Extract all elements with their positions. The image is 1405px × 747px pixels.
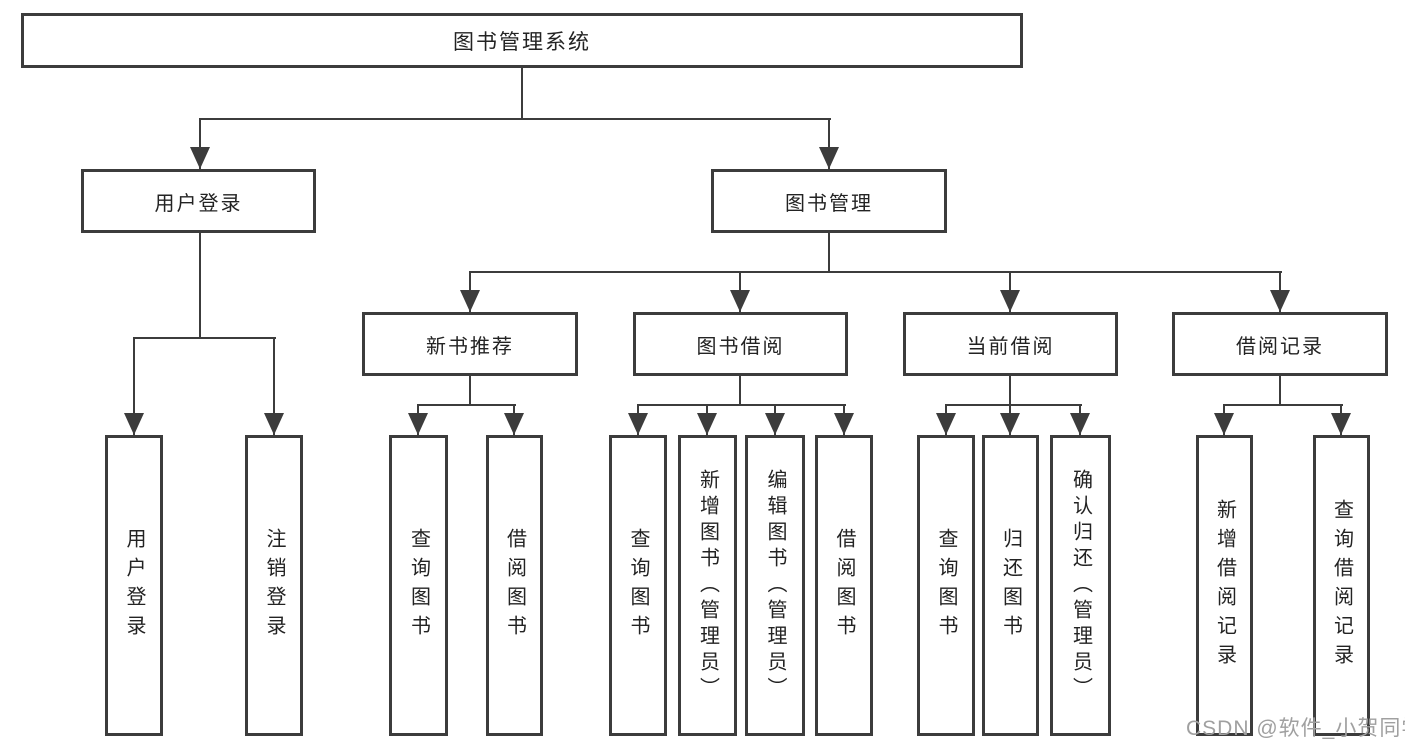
connector-stem-current-borrowing [1009,374,1011,405]
node-borrowing-records-label: 借阅记录 [1236,335,1324,358]
node-current-borrowing-label: 当前借阅 [966,335,1055,358]
arrow-down-icon [1270,290,1290,312]
arrow-down-icon [1000,413,1020,435]
leaf-add-borrow-record: 新增借阅记录 [1196,435,1253,736]
connector-bar-current-children [945,404,1082,406]
arrow-down-icon [190,147,210,169]
node-root-label: 图书管理系统 [453,30,591,54]
connector-stem-root [521,66,523,119]
arrow-down-icon [1000,290,1020,312]
node-user-login-label: 用户登录 [154,192,243,215]
leaf-add-books-admin-label: 新增图书（管理员） [696,468,719,703]
node-current-borrowing: 当前借阅 [903,312,1118,376]
arrow-down-icon [834,413,854,435]
arrow-down-icon [124,413,144,435]
arrow-down-icon [1070,413,1090,435]
arrow-down-icon [1331,413,1351,435]
leaf-logout: 注销登录 [245,435,303,736]
connector-bar-borrowing-children [637,404,846,406]
connector-stem-user-login [199,231,201,338]
leaf-borrowing-query-books: 查询图书 [609,435,667,736]
leaf-edit-books-admin: 编辑图书（管理员） [745,435,805,736]
leaf-borrowing-query-books-label: 查询图书 [627,527,649,644]
watermark: CSDN @软件_小贺同学 [1186,717,1405,740]
leaf-borrowing-borrow-books: 借阅图书 [815,435,873,736]
node-new-book-recommend-label: 新书推荐 [426,335,514,358]
arrow-down-icon [408,413,428,435]
arrow-down-icon [460,290,480,312]
leaf-return-books-label: 归还图书 [999,527,1022,644]
leaf-confirm-return-admin-label: 确认归还（管理员） [1069,468,1092,703]
connector-stem-book-borrowing [739,374,741,405]
leaf-return-books: 归还图书 [982,435,1039,736]
connector-bar-user-login-children [133,337,276,339]
node-book-borrowing-label: 图书借阅 [696,335,785,358]
arrow-down-icon [730,290,750,312]
leaf-user-login-label: 用户登录 [123,527,145,644]
connector-branch [199,118,201,169]
node-user-login: 用户登录 [81,169,316,233]
node-new-book-recommend: 新书推荐 [362,312,578,376]
node-book-management: 图书管理 [711,169,947,233]
arrow-down-icon [264,413,284,435]
leaf-recommend-query-books-label: 查询图书 [407,527,430,644]
leaf-add-books-admin: 新增图书（管理员） [678,435,737,736]
leaf-query-borrow-record-label: 查询借阅记录 [1330,498,1353,673]
connector-bar-recommend-children [417,404,516,406]
arrow-down-icon [504,413,524,435]
leaf-user-login: 用户登录 [105,435,163,736]
leaf-edit-books-admin-label: 编辑图书（管理员） [764,468,786,703]
connector-stem-book-management [828,231,830,272]
connector-branch [273,337,275,435]
leaf-current-query-books-label: 查询图书 [935,527,957,644]
node-book-borrowing: 图书借阅 [633,312,848,376]
node-borrowing-records: 借阅记录 [1172,312,1388,376]
node-book-management-label: 图书管理 [785,192,873,215]
leaf-confirm-return-admin: 确认归还（管理员） [1050,435,1111,736]
arrow-down-icon [765,413,785,435]
arrow-down-icon [936,413,956,435]
arrow-down-icon [819,147,839,169]
leaf-recommend-borrow-books-label: 借阅图书 [503,527,526,644]
arrow-down-icon [628,413,648,435]
node-root: 图书管理系统 [21,13,1023,68]
connector-branch [828,118,830,169]
leaf-recommend-query-books: 查询图书 [389,435,448,736]
arrow-down-icon [1214,413,1234,435]
leaf-borrowing-borrow-books-label: 借阅图书 [833,527,855,644]
connector-stem-new-book-recommend [469,374,471,405]
arrow-down-icon [697,413,717,435]
leaf-logout-label: 注销登录 [263,527,285,644]
leaf-query-borrow-record: 查询借阅记录 [1313,435,1370,736]
connector-stem-borrowing-records [1279,374,1281,405]
connector-branch [133,337,135,435]
connector-bar-level2 [199,118,831,120]
leaf-recommend-borrow-books: 借阅图书 [486,435,543,736]
leaf-add-borrow-record-label: 新增借阅记录 [1213,498,1236,673]
leaf-current-query-books: 查询图书 [917,435,975,736]
connector-bar-level3 [469,271,1282,273]
connector-bar-records-children [1223,404,1343,406]
